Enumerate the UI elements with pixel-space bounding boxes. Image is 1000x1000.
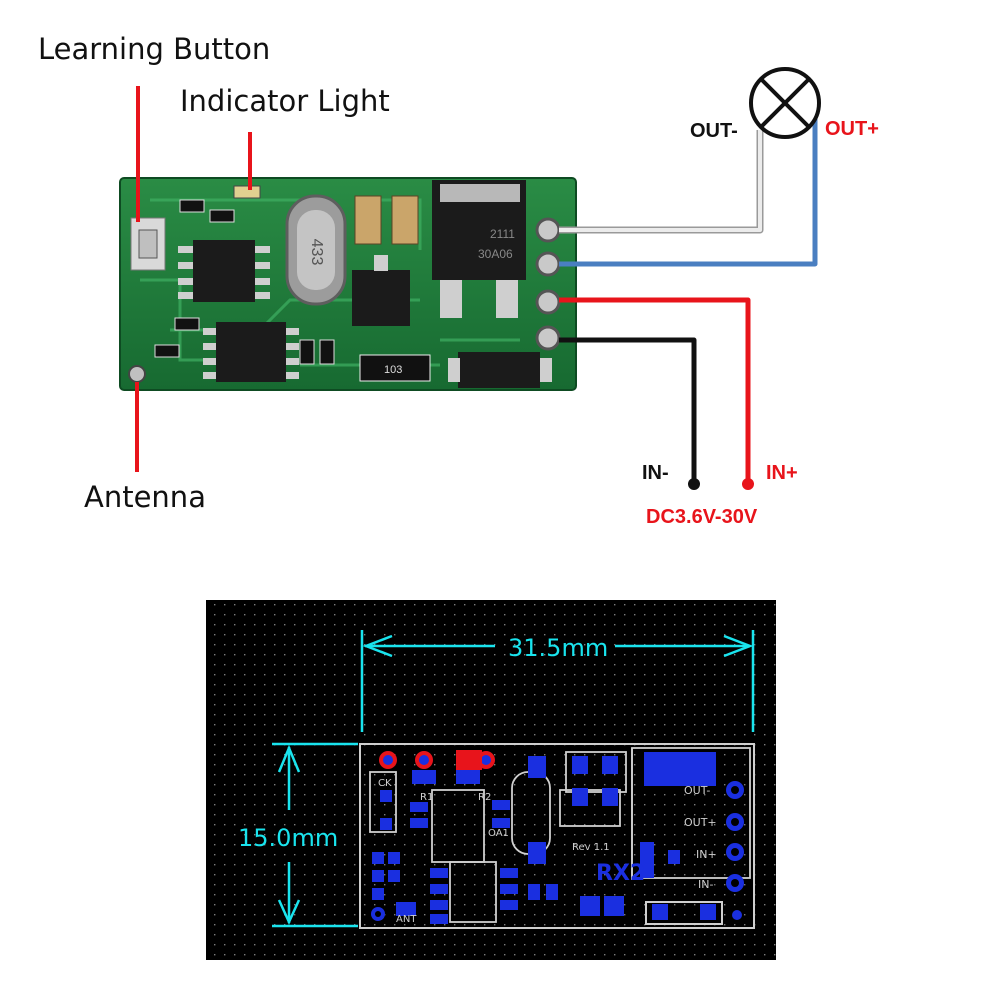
supply-voltage-label: DC3.6V-30V — [646, 506, 758, 528]
width-dimension — [360, 630, 755, 732]
silk-board-name: RX2 — [596, 861, 645, 886]
wiring-diagram: 433 2111 30A06 103 — [119, 67, 821, 490]
resistor-marking: 103 — [384, 364, 402, 376]
width-dimension-label: 31.5mm — [508, 634, 608, 662]
learning-button-label: Learning Button — [38, 32, 271, 66]
through-holes — [371, 750, 744, 921]
pcb-outline — [359, 743, 755, 929]
crystal-oscillator: 433 — [285, 194, 347, 306]
silk-out-minus: OUT- — [684, 784, 710, 797]
silk-in-minus: IN- — [698, 878, 713, 891]
in-plus-label: IN+ — [766, 462, 798, 484]
ic-chip-2 — [203, 322, 299, 382]
indicator-light-label: Indicator Light — [180, 84, 390, 118]
silk-rev: Rev 1.1 — [572, 842, 610, 853]
antenna-label: Antenna — [84, 480, 206, 514]
in-minus-label: IN- — [642, 462, 669, 484]
in-minus-terminal — [688, 478, 700, 490]
in-plus-terminal — [742, 478, 754, 490]
silk-r1: R1 — [420, 792, 433, 803]
silk-in-plus: IN+ — [696, 848, 717, 861]
silk-ck: CK — [378, 778, 392, 789]
silk-out-plus: OUT+ — [684, 816, 717, 829]
in-minus-wire — [559, 337, 697, 484]
learning-button-component — [130, 217, 166, 271]
height-dimension — [272, 742, 358, 928]
out-plus-label: OUT+ — [825, 118, 879, 140]
receiver-board: 433 2111 30A06 103 — [119, 177, 577, 391]
wires — [559, 110, 818, 490]
crystal-marking: 433 — [308, 239, 325, 266]
out-plus-wire — [559, 110, 818, 267]
silk-oa1: OA1 — [488, 828, 509, 839]
lamp-icon — [749, 67, 821, 139]
voltage-regulator: 2111 30A06 — [432, 180, 526, 318]
indicator-led — [233, 185, 261, 199]
silk-r2: R2 — [478, 792, 491, 803]
smd-pads — [372, 752, 716, 924]
regulator-marking-1: 2111 — [490, 227, 515, 241]
regulator-marking-2: 30A06 — [478, 247, 513, 261]
in-plus-wire — [559, 297, 751, 484]
silk-ant: ANT — [396, 914, 417, 925]
ic-chip-1 — [178, 240, 270, 302]
out-minus-label: OUT- — [690, 120, 738, 142]
height-dimension-label: 15.0mm — [238, 824, 338, 852]
